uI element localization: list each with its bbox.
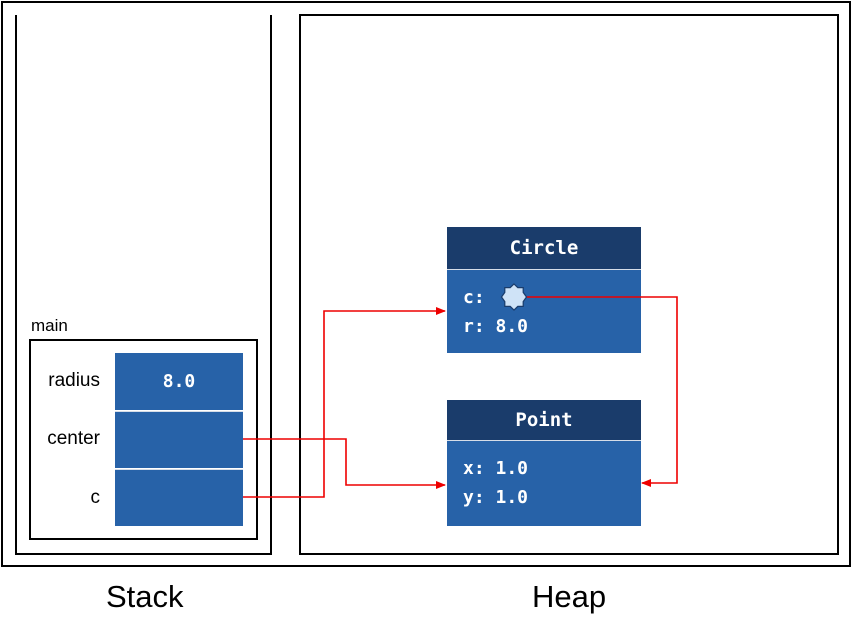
variable-cell-c [115, 469, 243, 526]
field-circle-r: r: 8.0 [463, 316, 529, 337]
variable-name-radius: radius [48, 370, 100, 391]
diagram-border [1, 1, 851, 567]
stack-panel [15, 15, 272, 555]
object-header-point: Point [447, 400, 641, 440]
frame-name: main [31, 316, 68, 335]
object-body-circle: c: r: 8.0 [447, 269, 641, 353]
variable-value-radius: 8.0 [162, 371, 196, 392]
variable-name-c: c [90, 487, 101, 508]
heap-panel [299, 14, 839, 555]
field-point-x: x: 1.0 [463, 458, 529, 479]
caption-heap: Heap [532, 579, 607, 614]
variable-cell-center [115, 411, 243, 468]
variable-cell-radius: 8.0 [115, 353, 243, 410]
field-circle-c: c: [463, 287, 485, 308]
object-header-circle: Circle [447, 227, 641, 269]
object-type-circle: Circle [509, 237, 579, 259]
caption-stack: Stack [106, 579, 184, 614]
object-body-point: x: 1.0 y: 1.0 [447, 440, 641, 526]
field-point-y: y: 1.0 [463, 487, 529, 508]
variable-name-center: center [47, 428, 100, 449]
object-type-point: Point [515, 409, 573, 431]
